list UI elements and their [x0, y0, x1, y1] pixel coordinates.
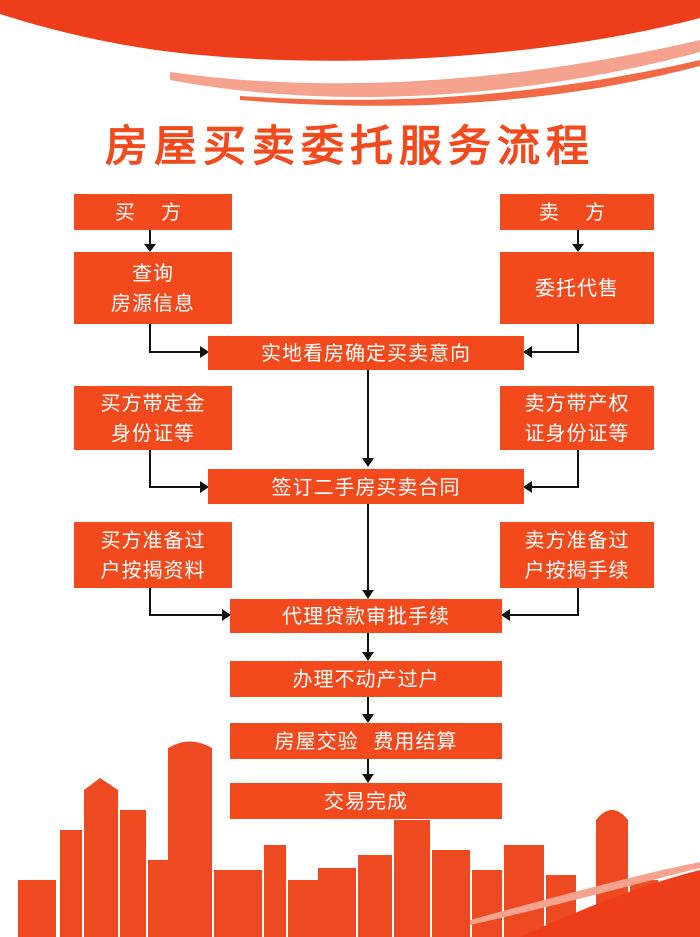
query-listing-box: 查询 房源信息 [74, 252, 232, 324]
page-title: 房屋买卖委托服务流程 [105, 122, 595, 172]
seller-title-line-1: 卖方带产权 [524, 391, 630, 415]
buyer-mortgage-line-1: 买方准备过 [100, 528, 206, 552]
loan-approval-box: 代理贷款审批手续 [230, 599, 502, 633]
entrust-sale-label: 委托代售 [535, 276, 619, 300]
buyer-deposit-box: 买方带定金 身份证等 [74, 386, 232, 450]
flow-arrowheads [144, 244, 584, 783]
property-transfer-box: 办理不动产过户 [230, 661, 502, 697]
query-line-2: 房源信息 [111, 291, 195, 315]
seller-title-box: 卖方带产权 证身份证等 [500, 386, 654, 450]
top-swoosh [0, 0, 700, 61]
property-transfer-label: 办理不动产过户 [292, 667, 440, 691]
top-swoosh-thin [240, 60, 700, 106]
entrust-sale-box: 委托代售 [500, 252, 654, 324]
seller-mortgage-procedures-box: 卖方准备过 户按揭手续 [500, 522, 654, 588]
seller-mortgage-line-1: 卖方准备过 [524, 528, 630, 552]
transaction-complete-box: 交易完成 [230, 783, 502, 819]
buyer-mortgage-docs-box: 买方准备过 户按揭资料 [74, 522, 232, 588]
loan-approval-label: 代理贷款审批手续 [282, 604, 450, 628]
seller-title-line-2: 证身份证等 [524, 421, 630, 445]
seller-label: 卖 方 [538, 200, 616, 224]
view-house-label: 实地看房确定买卖意向 [261, 341, 471, 365]
view-house-box: 实地看房确定买卖意向 [208, 336, 524, 370]
buyer-label: 买 方 [114, 200, 192, 224]
buyer-mortgage-line-2: 户按揭资料 [100, 558, 206, 582]
sign-contract-box: 签订二手房买卖合同 [208, 469, 524, 504]
buyer-deposit-line-1: 买方带定金 [100, 391, 206, 415]
buyer-deposit-line-2: 身份证等 [111, 421, 195, 445]
transaction-complete-label: 交易完成 [324, 789, 408, 813]
bottom-swoosh-light [470, 862, 700, 925]
seller-box: 卖 方 [500, 194, 654, 230]
inspection-settlement-label: 房屋交验 费用结算 [274, 729, 458, 753]
inspection-settlement-box: 房屋交验 费用结算 [230, 723, 502, 759]
bottom-swoosh [520, 870, 700, 937]
top-swoosh-light [170, 40, 700, 97]
flow-connectors [149, 228, 579, 778]
query-line-1: 查询 [132, 261, 174, 285]
city-skyline [18, 741, 658, 937]
seller-mortgage-line-2: 户按揭手续 [524, 558, 630, 582]
sign-contract-label: 签订二手房买卖合同 [271, 474, 461, 499]
buyer-box: 买 方 [74, 194, 232, 230]
